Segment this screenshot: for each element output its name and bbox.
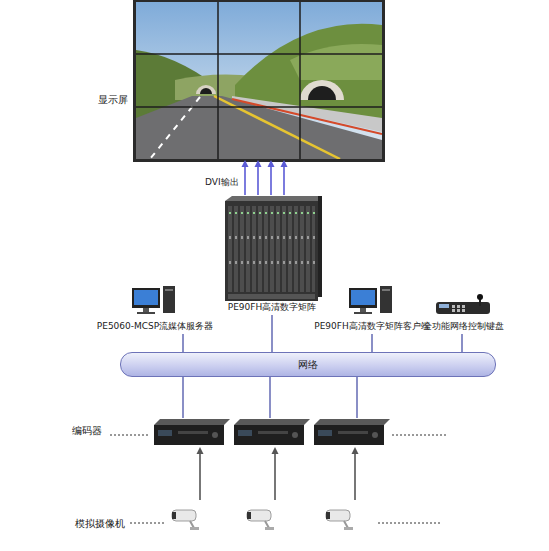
connector-line — [281, 160, 288, 195]
side-label: 模拟摄像机 — [75, 518, 125, 530]
encoder-box — [154, 419, 230, 445]
connector-line — [357, 377, 358, 418]
server-box: PE5060-MCSP流媒体服务器 — [85, 282, 225, 334]
encoder-box: 编码器 — [153, 418, 225, 447]
matrix-rack — [225, 196, 322, 301]
connector-line — [255, 160, 262, 195]
encoder-box — [233, 418, 305, 447]
connector-line — [268, 160, 275, 195]
node-label: PE90FH高清数字矩阵客户端 — [314, 321, 430, 332]
video-wall — [133, 0, 385, 162]
encoder-box — [234, 419, 310, 445]
connector-line — [197, 447, 204, 500]
camera-icon — [247, 510, 274, 530]
side-label: 显示屏 — [98, 94, 128, 106]
connector-line — [462, 334, 463, 352]
connector-line — [270, 377, 271, 418]
dotted-line — [110, 435, 446, 523]
connector-line — [272, 447, 279, 500]
encoder-box — [314, 419, 390, 445]
side-label: 编码器 — [72, 425, 102, 437]
camera-box: 模拟摄像机 — [168, 500, 210, 532]
camera-box — [322, 500, 362, 532]
node-label: 网络 — [298, 359, 318, 371]
video-wall: 显示屏 — [135, 0, 383, 160]
client-box: PE90FH高清数字矩阵客户端 — [310, 284, 434, 334]
signal-label: DVI输出 — [205, 177, 239, 188]
pc-icon — [132, 286, 175, 314]
connector-line — [272, 315, 273, 352]
node-label: 全功能网络控制键盘 — [423, 321, 504, 332]
node-label: PE90FH高清数字矩阵 — [228, 302, 317, 313]
node-label: PE5060-MCSP流媒体服务器 — [97, 321, 213, 332]
network-band: 网络 — [120, 352, 496, 377]
camera-box — [245, 500, 285, 532]
encoder-box — [313, 418, 385, 447]
control-keyboard — [436, 294, 490, 314]
pc-icon — [349, 286, 392, 314]
connector-line — [183, 377, 184, 418]
camera-icon — [326, 510, 353, 530]
connector-line — [372, 334, 373, 352]
connector-line — [183, 334, 184, 352]
connector-line — [352, 447, 359, 500]
camera-icon — [172, 510, 199, 530]
connector-line — [242, 160, 249, 195]
matrix-box: PE90FH高清数字矩阵 — [222, 195, 322, 315]
keyboard-box: 全功能网络控制键盘 — [419, 294, 508, 334]
